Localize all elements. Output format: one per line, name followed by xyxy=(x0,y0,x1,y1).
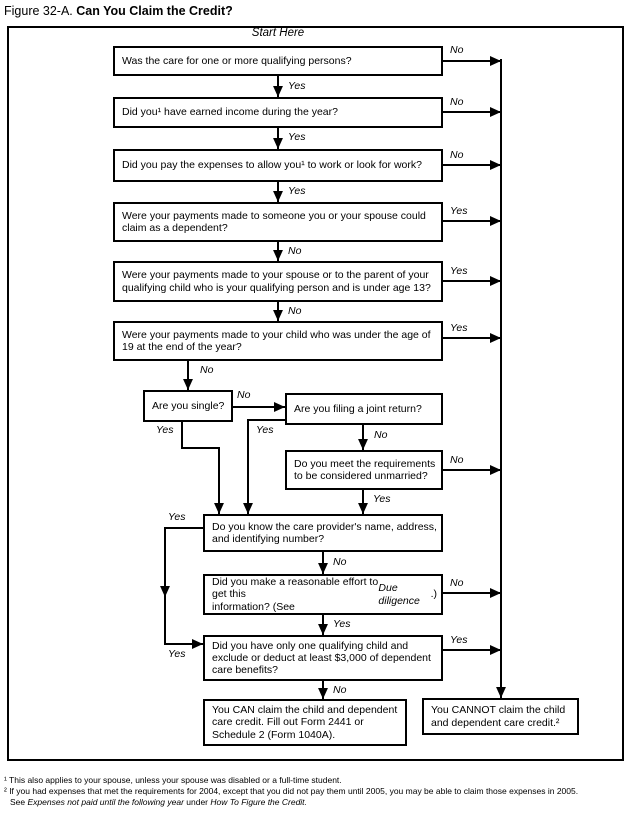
decision-box-pay-to-work: Did you pay the expenses to allow you¹ t… xyxy=(113,149,443,182)
label-q6-no: No xyxy=(200,364,214,376)
label-q10-yes-upper: Yes xyxy=(168,511,186,523)
decision-box-joint-return: Are you filing a joint return? xyxy=(285,393,443,425)
label-q11-no: No xyxy=(450,577,464,589)
figure-number: Figure 32-A. xyxy=(4,4,73,18)
decision-box-reasonable-effort: Did you make a reasonable effort to get … xyxy=(203,574,443,615)
edge-q10-yes xyxy=(164,527,203,649)
decision-box-dependent-payee: Were your payments made to someone you o… xyxy=(113,202,443,242)
decision-box-qualifying-persons: Was the care for one or more qualifying … xyxy=(113,46,443,76)
q11-text-italic: Due diligence xyxy=(378,582,420,607)
label-q7-no: No xyxy=(237,389,251,401)
label-q5-yes: Yes xyxy=(450,265,468,277)
label-q1-no: No xyxy=(450,44,464,56)
result-box-cannot-claim: You CANNOT claim the child and dependent… xyxy=(422,698,579,735)
footnote-3-mid: under xyxy=(183,797,211,807)
label-q8-no: No xyxy=(374,429,388,441)
decision-box-considered-unmarried: Do you meet the requirements to be consi… xyxy=(285,450,443,490)
figure-heading: Can You Claim the Credit? xyxy=(76,4,233,18)
decision-box-single: Are you single? xyxy=(143,390,233,422)
footnote-1: ¹ This also applies to your spouse, unle… xyxy=(4,775,342,785)
label-q9-yes: Yes xyxy=(373,493,391,505)
label-q3-no: No xyxy=(450,149,464,161)
decision-box-one-qualifying-child: Did you have only one qualifying child a… xyxy=(203,635,443,681)
result-box-can-claim: You CAN claim the child and dependent ca… xyxy=(203,699,407,746)
decision-box-child-under-19: Were your payments made to your child wh… xyxy=(113,321,443,361)
figure-title: Figure 32-A. Can You Claim the Credit? xyxy=(4,4,233,18)
footnote-2: ² If you had expenses that met the requi… xyxy=(4,786,579,796)
label-q7-yes: Yes xyxy=(156,424,174,436)
label-q11-yes: Yes xyxy=(333,618,351,630)
label-q4-yes: Yes xyxy=(450,205,468,217)
label-q4-no: No xyxy=(288,245,302,257)
decision-box-earned-income: Did you¹ have earned income during the y… xyxy=(113,97,443,128)
label-q2-yes: Yes xyxy=(288,131,306,143)
q11-text-post: .) xyxy=(430,588,437,601)
footnote-3-italic-2: How To Figure the Credit. xyxy=(210,797,307,807)
decision-box-spouse-or-parent: Were your payments made to your spouse o… xyxy=(113,261,443,302)
decision-box-provider-info: Do you know the care provider's name, ad… xyxy=(203,514,443,552)
edge-q7-yes xyxy=(181,422,224,514)
label-q1-yes: Yes xyxy=(288,80,306,92)
footnote-2-continued: See Expenses not paid until the followin… xyxy=(10,797,578,808)
label-q6-yes: Yes xyxy=(450,322,468,334)
label-q3-yes: Yes xyxy=(288,185,306,197)
label-q12-yes: Yes xyxy=(450,634,468,646)
label-q2-no: No xyxy=(450,96,464,108)
label-q9-no: No xyxy=(450,454,464,466)
footnote-3-italic-1: Expenses not paid until the following ye… xyxy=(27,797,184,807)
label-q10-yes-lower: Yes xyxy=(168,648,186,660)
q11-text-pre: Did you make a reasonable effort to get … xyxy=(212,576,379,613)
label-q10-no: No xyxy=(333,556,347,568)
footnote-3-pre: See xyxy=(10,797,28,807)
label-q5-no: No xyxy=(288,305,302,317)
edge-q8-yes xyxy=(243,419,285,514)
label-q8-yes: Yes xyxy=(256,424,274,436)
footnotes: ¹ This also applies to your spouse, unle… xyxy=(4,775,578,808)
label-q12-no: No xyxy=(333,684,347,696)
start-here-label: Start Here xyxy=(251,27,305,39)
